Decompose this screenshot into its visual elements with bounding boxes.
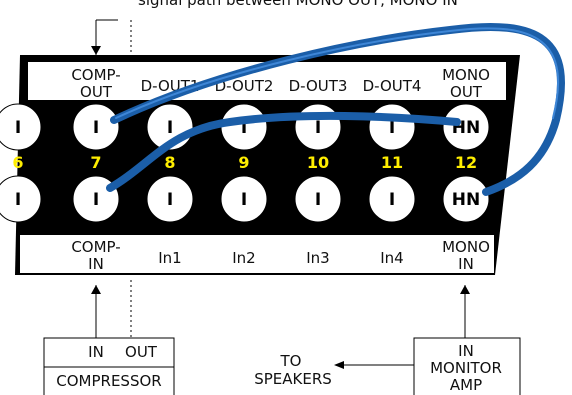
bottom-jack-label-2: I [167, 190, 173, 210]
monitor-amp-line1: MONITOR [430, 359, 502, 377]
speakers-line2: SPEAKERS [254, 370, 332, 388]
bottom-jack-0[interactable]: I [0, 175, 42, 223]
top-label-0-0: COMP- [71, 66, 120, 84]
top-jack-label-0: I [15, 118, 21, 138]
bottom-jack-4[interactable]: I [294, 175, 342, 223]
top-jack-4[interactable]: I [294, 103, 342, 151]
top-label-3-0: D-OUT3 [289, 77, 348, 95]
compressor-out-label: OUT [125, 343, 158, 361]
monitor-amp-in-label: IN [458, 342, 474, 360]
top-jack-label-2: I [167, 118, 173, 138]
bottom-jack-label-4: I [315, 190, 321, 210]
channel-number-10: 10 [307, 153, 329, 172]
bottom-label-3-0: In3 [306, 249, 329, 267]
compressor-out-arrow [91, 19, 118, 55]
to-speakers: TO SPEAKERS [254, 352, 414, 388]
top-label-4-0: D-OUT4 [363, 77, 422, 95]
monitor-amp-arrow [460, 285, 470, 345]
bottom-jack-label-6: HN [452, 190, 480, 210]
top-label-5-0: MONO [442, 66, 490, 84]
top-jack-1[interactable]: I [72, 103, 120, 151]
channel-number-6: 6 [12, 153, 23, 172]
channel-number-11: 11 [381, 153, 403, 172]
compressor-name: COMPRESSOR [56, 372, 161, 390]
bottom-label-5-1: IN [458, 255, 474, 273]
top-jack-label-1: I [93, 118, 99, 138]
channel-number-7: 7 [90, 153, 101, 172]
bottom-jack-label-0: I [15, 190, 21, 210]
top-jack-label-5: I [389, 118, 395, 138]
header-text: signal path between MONO OUT, MONO IN [138, 0, 458, 9]
bottom-jack-label-1: I [93, 190, 99, 210]
bottom-jack-label-5: I [389, 190, 395, 210]
monitor-amp-line2: AMP [450, 376, 482, 394]
top-jack-0[interactable]: I [0, 103, 42, 151]
bottom-jack-5[interactable]: I [368, 175, 416, 223]
top-label-5-1: OUT [450, 83, 483, 101]
compressor-in-label: IN [88, 343, 104, 361]
top-label-2-0: D-OUT2 [215, 77, 274, 95]
top-jack-label-4: I [315, 118, 321, 138]
speakers-line1: TO [280, 352, 302, 370]
channel-number-12: 12 [455, 153, 477, 172]
bottom-label-0-0: COMP- [71, 238, 120, 256]
compressor-box: IN OUT COMPRESSOR [43, 337, 175, 395]
top-jack-label-3: I [241, 118, 247, 138]
bottom-jack-6[interactable]: HN [442, 175, 490, 223]
bottom-label-0-1: IN [88, 255, 104, 273]
top-label-0-1: OUT [80, 83, 113, 101]
channel-number-8: 8 [164, 153, 175, 172]
bottom-jack-2[interactable]: I [146, 175, 194, 223]
top-jack-3[interactable]: I [220, 103, 268, 151]
bottom-label-1-0: In1 [158, 249, 181, 267]
bottom-jack-label-3: I [241, 190, 247, 210]
bottom-label-4-0: In4 [380, 249, 403, 267]
monitor-amp-box: IN MONITOR AMP [413, 337, 521, 395]
top-jack-5[interactable]: I [368, 103, 416, 151]
patch-cables [106, 23, 565, 196]
bottom-label-2-0: In2 [232, 249, 255, 267]
bottom-label-strip [20, 235, 494, 273]
channel-number-9: 9 [238, 153, 249, 172]
patch-cable-comp-in-to-mono-out [106, 111, 461, 192]
cable-highlight [115, 27, 560, 119]
bottom-jack-3[interactable]: I [220, 175, 268, 223]
top-jack-6[interactable]: HN [442, 103, 490, 151]
bottom-label-5-0: MONO [442, 238, 490, 256]
